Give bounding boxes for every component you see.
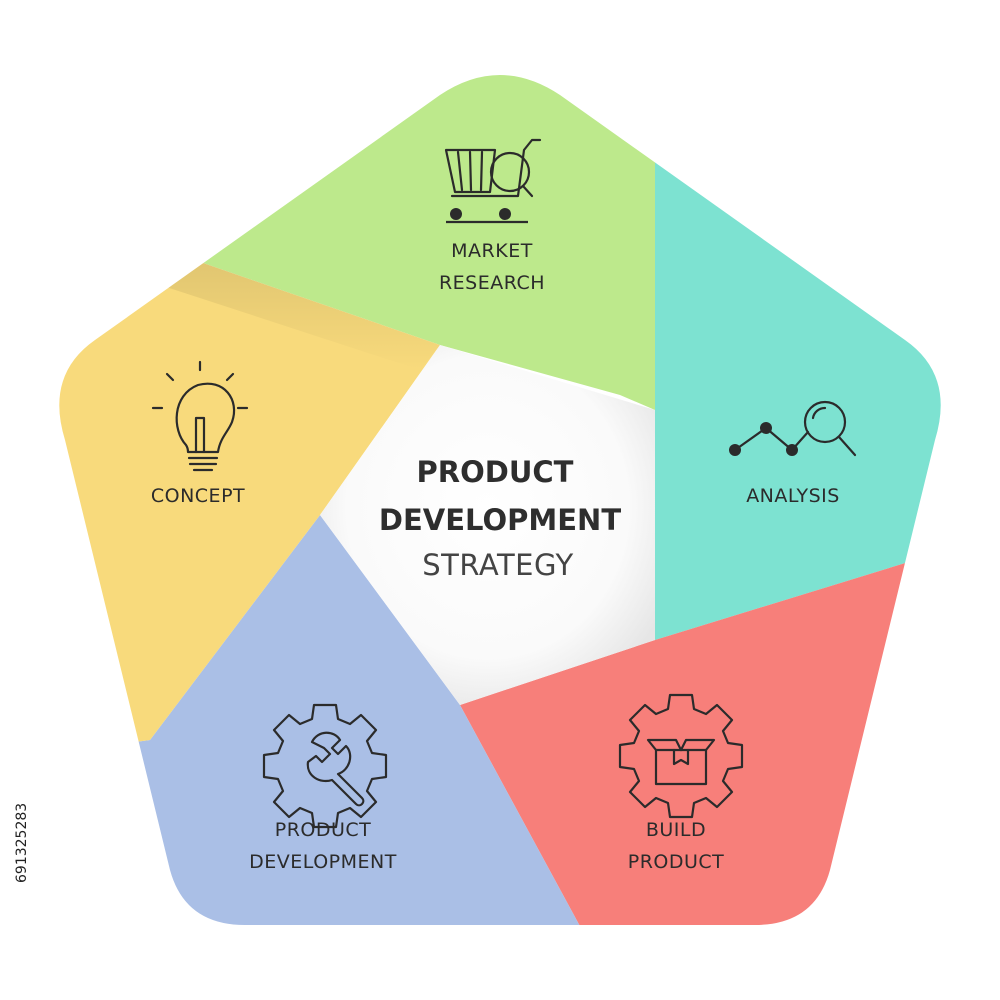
shopping-cart-magnifier-icon [444,138,542,198]
concept-label: CONCEPT [151,485,245,507]
cart-wheel-icon [450,208,462,220]
segment-market-research [180,75,655,410]
market-research-label-line-1: MARKET [451,240,533,262]
center-subtitle: STRATEGY [422,548,573,582]
build-product-label-line-2: PRODUCT [628,851,725,873]
gear-box-icon [618,693,744,819]
stock-id-watermark: 691325283 [14,803,30,883]
analysis-label: ANALYSIS [746,485,840,507]
gear-wrench-icon [262,703,388,829]
center-pentagon [320,345,655,705]
build-product-label-line-1: BUILD [646,819,706,841]
segment-analysis [655,145,941,640]
cart-wheel-icon [499,208,511,220]
center-title-line-2: DEVELOPMENT [379,503,621,537]
light-bulb-icon [151,360,249,472]
product-development-label-line-2: DEVELOPMENT [249,851,397,873]
trend-magnifier-icon [729,400,857,457]
stock-id-text: 691325283 [14,803,30,883]
center-title-line-1: PRODUCT [417,455,574,489]
market-research-label-line-2: RESEARCH [439,272,545,294]
product-development-label-line-1: PRODUCT [275,819,372,841]
